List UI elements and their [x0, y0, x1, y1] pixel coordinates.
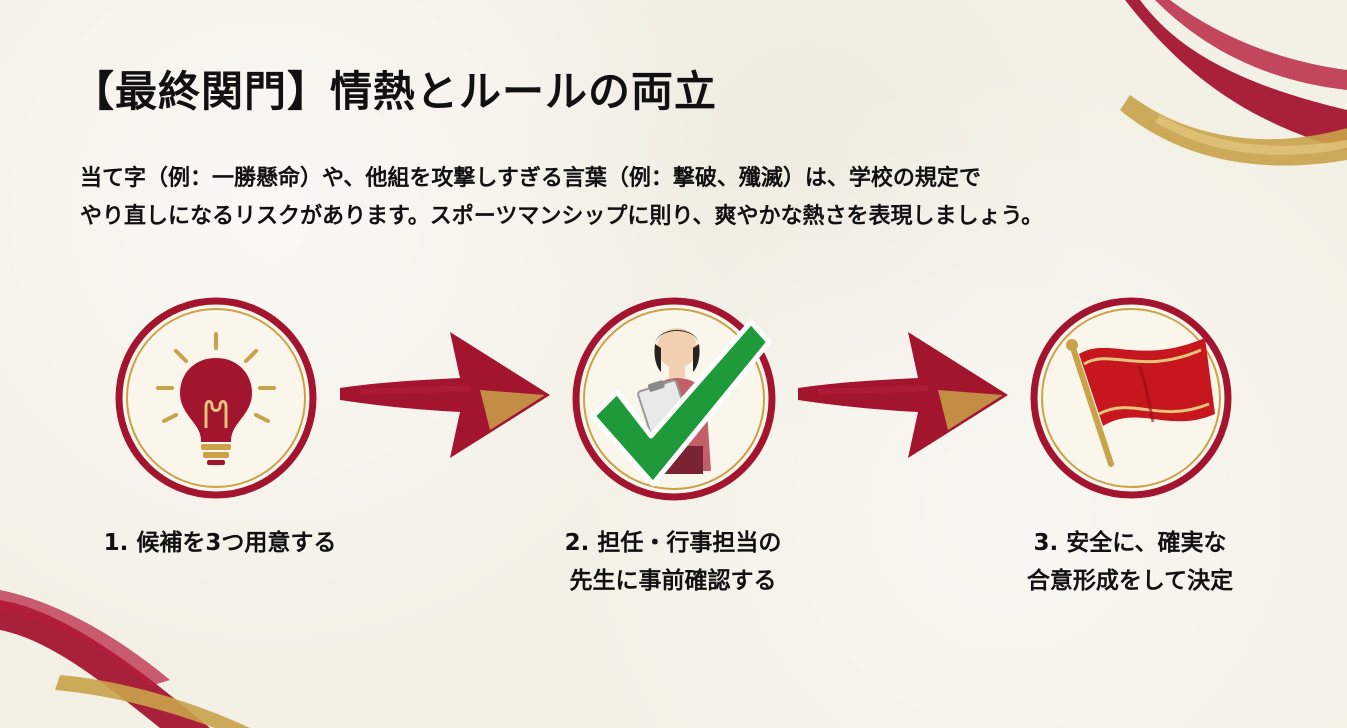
step-1-circle [115, 297, 317, 499]
step-1-label: 1. 候補を3つ用意する [103, 530, 337, 556]
arrow-2 [798, 332, 1008, 458]
brush-stroke-bottom-left [0, 590, 250, 728]
page-title: 【最終関門】情熱とルールの両立 [72, 67, 718, 116]
checkmark-icon [590, 319, 772, 487]
step-3-circle [1030, 297, 1232, 499]
description-line-1: 当て字（例：一勝懸命）や、他組を攻撃しすぎる言葉（例：撃破、殲滅）は、学校の規定… [80, 166, 981, 191]
description-text: 当て字（例：一勝懸命）や、他組を攻撃しすぎる言葉（例：撃破、殲滅）は、学校の規定… [80, 160, 1280, 236]
lightbulb-icon [156, 332, 276, 465]
step-3-label: 3. 安全に、確実な 合意形成をして決定 [1026, 530, 1234, 594]
step-2-label: 2. 担任・行事担当の 先生に事前確認する [564, 530, 782, 594]
brush-stroke-top-right [1120, 0, 1347, 166]
step-2-circle [572, 297, 776, 501]
arrow-1 [340, 332, 550, 458]
flag-icon [1066, 338, 1215, 467]
description-line-2: やり直しになるリスクがあります。スポーツマンシップに則り、爽やかな熱さを表現しま… [80, 204, 1044, 229]
